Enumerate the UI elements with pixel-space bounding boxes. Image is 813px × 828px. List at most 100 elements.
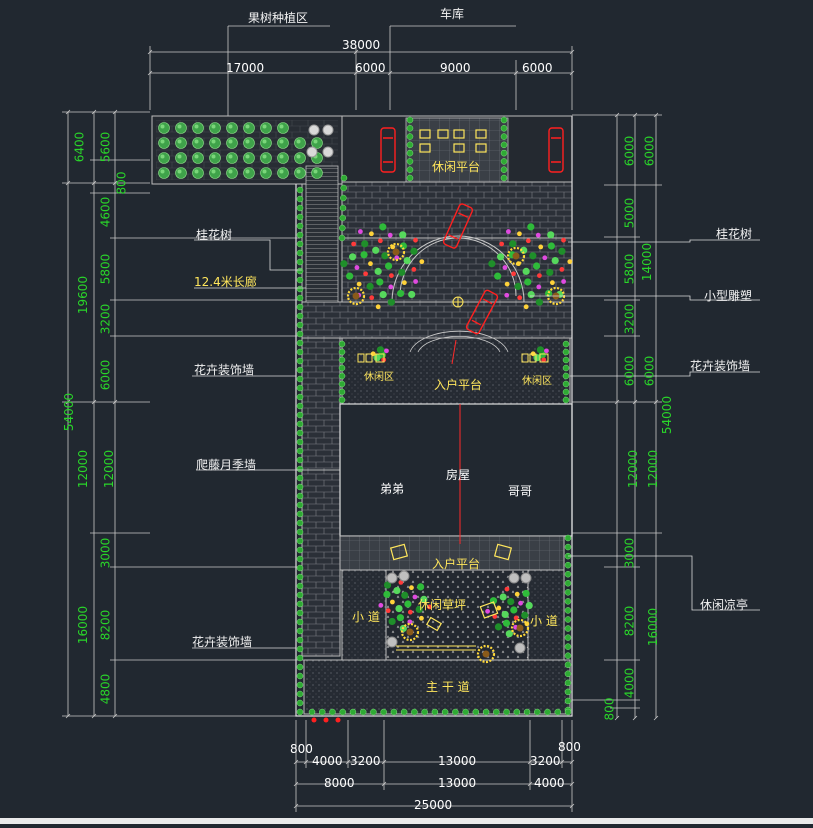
dim-right-i9: 4000 [622, 667, 637, 699]
hedge-shrub [406, 149, 414, 157]
flower-dot [363, 271, 369, 277]
hedge-shrub [296, 411, 304, 419]
hedge-shrub [564, 534, 572, 542]
flower-dot [409, 585, 414, 591]
callout-rose-wall: 爬藤月季墙 [196, 458, 257, 472]
dim-right-o4: 12000 [646, 449, 661, 489]
hedge-shrub [462, 708, 469, 716]
tree-icon [243, 152, 255, 164]
hedge-shrub [296, 519, 304, 527]
flower-dot [366, 282, 374, 290]
hedge-shrub [564, 607, 572, 614]
tree-icon [277, 152, 289, 164]
sunflower-icon [506, 246, 526, 266]
hedge-shrub [296, 231, 304, 239]
flower-dot [381, 252, 389, 260]
callout-leaders [192, 239, 760, 649]
dim-left-i10: 4800 [98, 673, 113, 705]
flower-dot [383, 590, 391, 598]
flower-dot [376, 278, 384, 286]
flower-dot [361, 240, 369, 248]
tree-icon [209, 137, 221, 149]
hedge-shrub [296, 276, 304, 284]
flower-dot [377, 238, 383, 244]
flower-dot [348, 253, 357, 261]
flower-dot [502, 619, 511, 627]
bottom-edge [0, 818, 813, 824]
flower-dot [346, 272, 354, 280]
flower-dot [561, 279, 567, 284]
hedge-shrub [406, 174, 414, 182]
flower-dot [525, 601, 533, 610]
dim-top-1: 17000 [226, 61, 265, 75]
hedge-shrub [296, 483, 304, 491]
hedge-shrub [406, 166, 414, 173]
hedge-shrub [562, 364, 570, 372]
hedge-shrub [500, 174, 508, 182]
tree-icon [311, 137, 323, 149]
flower-dot [527, 223, 535, 231]
dim-left-c: 12000 [76, 449, 91, 489]
hedge-shrub [296, 330, 304, 338]
hedge-shrub [500, 149, 508, 157]
hedge-shrub [296, 618, 304, 626]
dim-left-i7: 12000 [102, 449, 117, 489]
hedge-shrub [562, 372, 570, 380]
bottom-dimension-lines [293, 720, 575, 812]
flower-dot [496, 605, 502, 611]
flower-dot [403, 256, 411, 265]
flower-dot [501, 610, 509, 619]
hedge-shrub [564, 634, 572, 641]
flower-dot [398, 580, 404, 585]
hedge-shrub [472, 708, 480, 716]
hedge-shrub [318, 708, 326, 716]
flower-dot [396, 614, 405, 622]
car-icon [442, 203, 474, 249]
dim-left-a: 6400 [72, 131, 87, 163]
tree-icon [158, 137, 170, 149]
tree-icon [192, 167, 204, 179]
callout-osmanthus-right: 桂花树 [716, 227, 753, 241]
hedge-shrub [370, 708, 377, 716]
hedge-shrub [523, 708, 531, 716]
hedge-shrub [564, 661, 572, 668]
hedge-shrub [400, 708, 408, 716]
hedge-shrub [411, 708, 418, 716]
flower-dot [407, 609, 413, 615]
hedge-shrub [564, 679, 572, 687]
hedge-shrub [564, 561, 572, 569]
flower-dot [420, 595, 428, 603]
tree-icon [226, 122, 238, 134]
orchard-area-label: 果树种植区 [248, 11, 309, 25]
flower-dot [404, 600, 412, 608]
tree-icon [226, 137, 238, 149]
dim-right-i4: 3200 [622, 303, 637, 335]
label-rest-right: 休闲区 [522, 376, 552, 387]
dim-right-o1: 6000 [642, 135, 657, 167]
flower-dot [544, 289, 553, 298]
flower-dot [401, 280, 407, 286]
flower-dot [378, 602, 384, 608]
dim-bottom-6: 800 [558, 740, 581, 754]
tree-icon [294, 137, 306, 149]
flower-dot [410, 247, 418, 255]
flower-dot [383, 581, 392, 589]
flower-dot [547, 231, 555, 239]
tree-icon [209, 122, 221, 134]
flower-dot [385, 608, 391, 614]
gate-markers [311, 717, 341, 723]
label-house: 房屋 [446, 468, 471, 482]
flower-dot [413, 279, 419, 284]
flower-dot [513, 615, 519, 621]
tree-icon [260, 167, 272, 179]
hedge-shrub [564, 598, 572, 605]
hedge-shrub [562, 396, 570, 404]
flower-dot [499, 241, 505, 247]
flower-dot [507, 597, 515, 606]
hedge-shrub [564, 589, 572, 596]
hedge-shrub [296, 348, 304, 356]
tree-icon [243, 167, 255, 179]
flower-dot [369, 231, 374, 237]
dim-right-i3: 5800 [622, 253, 637, 285]
